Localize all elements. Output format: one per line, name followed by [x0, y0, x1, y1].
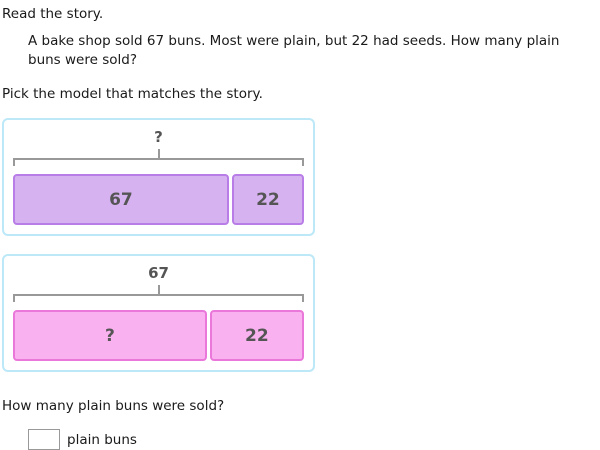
bar-segment: 67 [13, 174, 229, 225]
model-total-label: 67 [148, 264, 169, 282]
bar-segment: 22 [209, 310, 304, 361]
model-total-label: ? [154, 128, 163, 146]
answer-row: plain buns [28, 429, 598, 450]
bracket-shape [13, 149, 304, 166]
answer-unit-label: plain buns [67, 431, 137, 448]
question-text: How many plain buns were sold? [2, 398, 225, 414]
bracket-shape [13, 285, 304, 302]
bar-segment: 22 [231, 174, 304, 225]
bar-segment: ? [13, 310, 207, 361]
story-text: A bake shop sold 67 buns. Most were plai… [28, 33, 560, 68]
instruction-pick-model: Pick the model that matches the story. [2, 86, 263, 102]
model-option-2[interactable]: 67 ?22 [2, 254, 315, 372]
answer-input[interactable] [28, 429, 60, 450]
bars-row: ?22 [13, 310, 304, 361]
instruction-read-story: Read the story. [2, 6, 104, 22]
